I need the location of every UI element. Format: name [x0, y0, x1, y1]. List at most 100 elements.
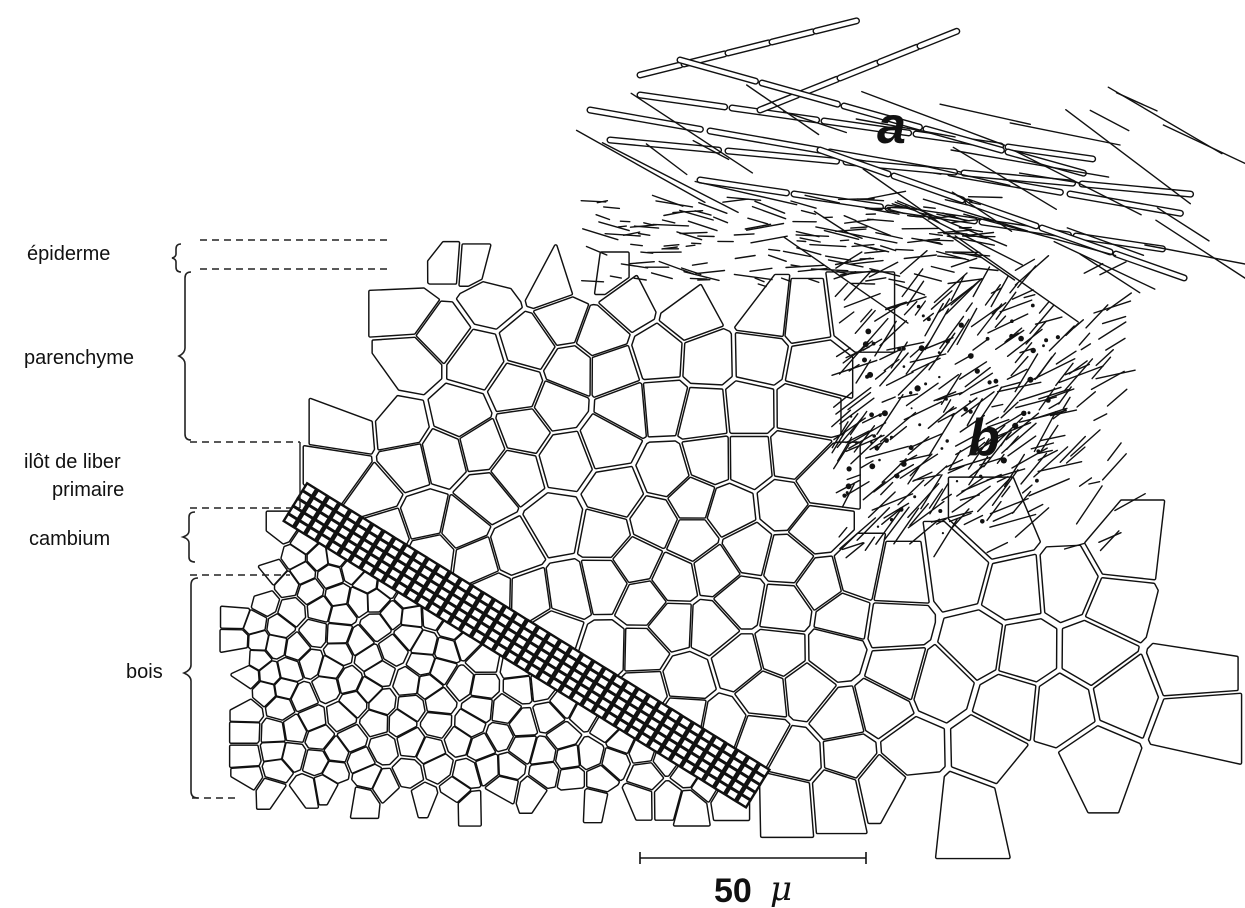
- hypha-fiber: [996, 292, 1016, 319]
- spore-dot: [938, 509, 942, 513]
- tissue-cell-lumen: [559, 769, 583, 789]
- parenchyme-brace: [179, 272, 191, 440]
- hypha-fiber: [1041, 435, 1065, 440]
- hypha-fiber: [960, 362, 987, 379]
- spore-dot: [979, 475, 982, 478]
- hypha-lumen: [920, 31, 957, 46]
- hypha-fiber: [1013, 290, 1034, 299]
- hypha-fiber: [888, 207, 915, 208]
- hypha-fiber: [688, 221, 717, 230]
- hypha-fiber: [1094, 301, 1131, 313]
- hypha-fiber: [931, 267, 954, 273]
- spore-dot: [968, 353, 974, 359]
- tissue-cell-lumen: [232, 667, 257, 687]
- hypha-fiber: [1008, 329, 1042, 356]
- hypha-fiber: [928, 407, 953, 429]
- hypha-fiber: [755, 201, 785, 213]
- hypha-fiber: [656, 201, 693, 207]
- tissue-cell-lumen: [761, 775, 812, 836]
- hypha-fiber: [1103, 317, 1126, 324]
- hypha-fiber: [992, 405, 1003, 407]
- label-bois: bois: [126, 661, 163, 683]
- hypha-fiber: [1084, 264, 1103, 274]
- hypha-fiber: [904, 255, 936, 259]
- hypha-fiber: [915, 274, 942, 281]
- hypha-fiber: [951, 258, 976, 267]
- spore-dot: [1046, 398, 1051, 403]
- hypha-fiber: [605, 234, 640, 236]
- hypha-fiber: [748, 218, 768, 224]
- hypha-fiber: [882, 397, 895, 402]
- hypha-fiber: [1090, 110, 1129, 130]
- tissue-cell-lumen: [732, 438, 771, 488]
- spore-dot: [1044, 338, 1048, 342]
- hypha-fiber: [714, 217, 728, 223]
- scale-bar-value: 50: [714, 872, 752, 908]
- hypha-fiber: [836, 229, 866, 231]
- hypha-fiber: [1163, 125, 1245, 184]
- hypha-fiber: [1056, 351, 1076, 364]
- tissue-cell-lumen: [231, 723, 258, 742]
- spore-dot: [1042, 344, 1045, 347]
- hypha-fiber: [769, 255, 787, 261]
- hypha-fiber: [618, 226, 626, 227]
- tissue-cell-lumen: [231, 747, 260, 767]
- tissue-cell-lumen: [429, 243, 458, 283]
- tissue-cell-lumen: [1060, 727, 1140, 811]
- label-ilot-line1: ilôt de liber: [24, 451, 121, 473]
- hypha-lumen: [880, 47, 917, 62]
- hypha-fiber: [971, 385, 998, 395]
- tissue-cell-lumen: [1150, 695, 1240, 763]
- hypha-fiber: [930, 234, 943, 236]
- hypha-fiber: [696, 271, 725, 274]
- hypha-lumen: [1116, 254, 1184, 278]
- spore-dot: [1028, 411, 1031, 414]
- tissue-cell-lumen: [472, 676, 498, 697]
- hypha-fiber: [1080, 478, 1092, 486]
- hypha-fiber: [955, 236, 1078, 322]
- tissue-cell-lumen: [737, 334, 787, 384]
- scale-bar: 50 μ: [640, 852, 866, 908]
- hypha-fiber: [969, 197, 1002, 198]
- spore-dot: [1036, 449, 1040, 453]
- tissue-cell-lumen: [403, 607, 421, 625]
- tissue-cell-lumen: [262, 743, 284, 760]
- hypha-fiber: [856, 222, 890, 236]
- hypha-fiber: [734, 234, 754, 235]
- spore-dot: [846, 491, 849, 494]
- spore-dot: [855, 441, 858, 444]
- hypha-fiber: [946, 280, 980, 314]
- hypha-fiber: [1079, 333, 1089, 345]
- label-cambium: cambium: [29, 528, 110, 550]
- hypha-fiber: [1067, 447, 1085, 463]
- tissue-cell-lumen: [263, 720, 284, 741]
- hypha-fiber: [631, 244, 643, 245]
- spore-dot: [986, 337, 990, 341]
- label-ilot-line2: primaire: [52, 479, 124, 501]
- hypha-fiber: [639, 234, 650, 236]
- spore-dot: [875, 446, 880, 451]
- hypha-fiber: [973, 339, 988, 350]
- spore-dot: [846, 483, 852, 489]
- spore-dot: [1031, 348, 1036, 353]
- spore-dot: [909, 391, 912, 394]
- spore-dot: [945, 398, 948, 401]
- hypha-fiber: [1081, 344, 1090, 350]
- hypha-fiber: [1089, 482, 1100, 484]
- spore-dot: [1001, 457, 1007, 463]
- spore-dot: [872, 434, 876, 438]
- spore-dot: [942, 532, 944, 534]
- spore-dot: [863, 341, 869, 347]
- spore-dot: [869, 412, 874, 417]
- spore-dot: [1031, 304, 1035, 308]
- hypha-fiber: [988, 314, 1028, 333]
- hypha-fiber: [863, 482, 885, 500]
- hypha-fiber: [1099, 322, 1126, 339]
- spore-dot: [869, 463, 875, 469]
- spore-dot: [903, 365, 906, 368]
- hypha-fiber: [750, 268, 772, 271]
- spore-dot: [994, 379, 999, 384]
- hypha-fiber: [663, 220, 675, 223]
- tissue-cell-lumen: [1148, 645, 1237, 695]
- hypha-fiber: [735, 256, 755, 259]
